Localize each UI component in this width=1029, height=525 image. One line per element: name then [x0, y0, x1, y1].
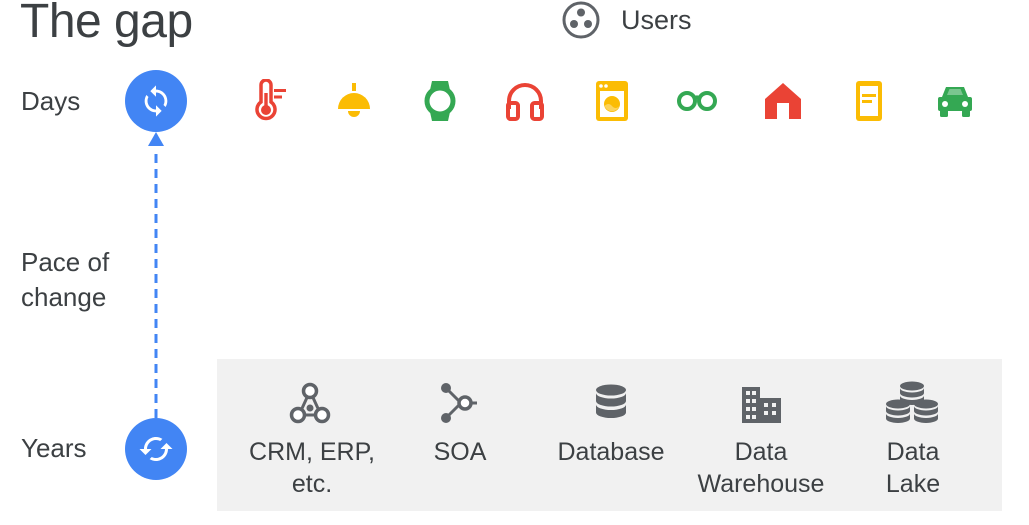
users-label: Users [621, 4, 692, 35]
system-label-line2: Lake [885, 470, 941, 498]
database-icon [596, 384, 626, 418]
days-circle [125, 70, 187, 132]
users-header: Users [561, 0, 692, 40]
system-label-data-lake: Data Lake [828, 436, 998, 500]
thermostat-icon [255, 79, 286, 121]
sync-slow-icon [139, 437, 173, 461]
smartwatch-icon [424, 81, 456, 121]
data-lake-icon [886, 381, 938, 423]
system-label-database: Database [526, 436, 696, 468]
page-title: The gap [20, 0, 193, 48]
sync-fast-icon [144, 85, 168, 117]
service-graph-icon [441, 383, 477, 423]
users-group-icon [562, 1, 600, 39]
days-label: Days [21, 86, 81, 116]
years-label: Years [21, 433, 87, 463]
system-label-line2: etc. [291, 470, 333, 498]
system-label-crm-erp: CRM, ERP, etc. [227, 436, 397, 500]
pace-label-line2: change [21, 282, 107, 312]
ceiling-lamp-icon [338, 83, 370, 117]
pace-arrow [148, 132, 164, 418]
headphones-icon [506, 83, 544, 121]
system-label-line2: Warehouse [697, 470, 825, 498]
glasses-icon [677, 91, 717, 111]
hub-network-icon [289, 382, 331, 424]
system-label-line1: CRM, ERP, [249, 438, 375, 466]
home-icon [765, 83, 801, 119]
pace-of-change-label: Pace of change [21, 245, 109, 315]
system-label-soa: SOA [375, 436, 545, 468]
system-label-line1: Database [557, 438, 665, 466]
years-circle [125, 418, 187, 480]
pace-label-line1: Pace of [21, 247, 110, 277]
car-icon [938, 87, 972, 117]
tablet-icon [856, 81, 882, 121]
washing-machine-icon [596, 81, 628, 121]
system-label-line1: SOA [433, 438, 487, 466]
legacy-systems-panel [217, 359, 1002, 511]
system-label-line1: Data [886, 438, 940, 466]
system-label-data-warehouse: Data Warehouse [676, 436, 846, 500]
warehouse-building-icon [742, 387, 781, 423]
system-label-line1: Data [734, 438, 788, 466]
